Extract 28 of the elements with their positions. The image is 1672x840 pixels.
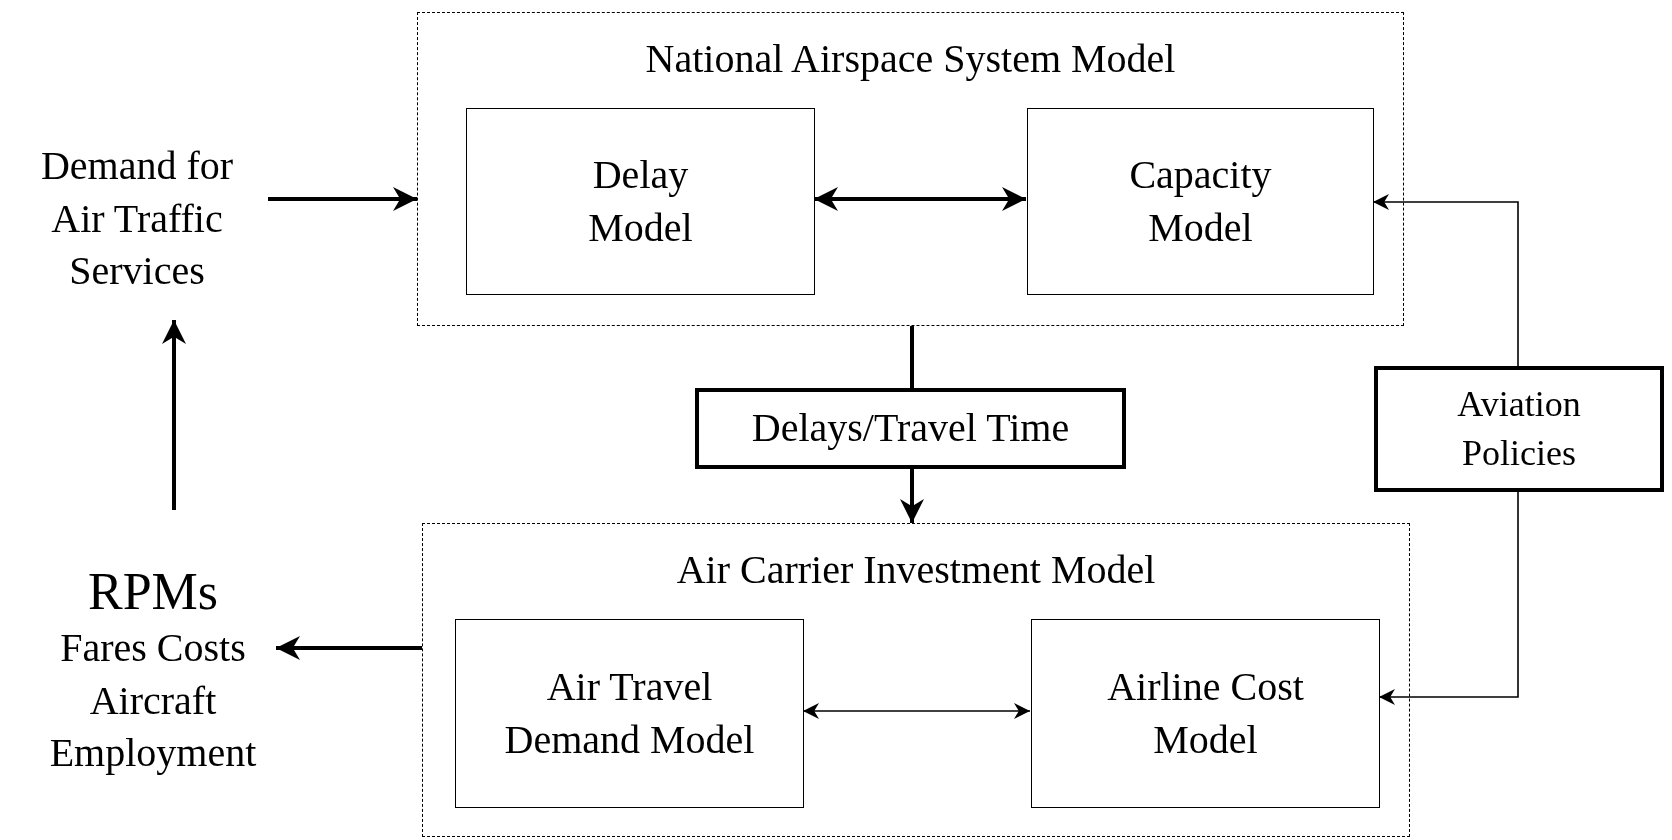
arrow — [802, 703, 1031, 719]
model-box — [1031, 619, 1380, 808]
arrow — [1372, 194, 1519, 367]
arrow — [900, 469, 924, 523]
dashed-group-box — [417, 12, 1404, 326]
arrow — [268, 187, 417, 211]
model-box — [1027, 108, 1374, 295]
dashed-group-box — [422, 523, 1410, 837]
label: Capacity Model — [1129, 150, 1272, 252]
model-box — [455, 619, 804, 808]
arrow — [276, 636, 422, 660]
connector-line — [910, 326, 914, 388]
emphasis-box — [1374, 366, 1664, 492]
arrow — [1378, 491, 1519, 705]
model-box — [466, 108, 815, 295]
label: Aviation Policies — [1457, 383, 1581, 475]
label: Demand for Air Traffic Services — [39, 141, 235, 296]
group-title: National Airspace System Model — [645, 35, 1176, 83]
arrow — [814, 187, 1026, 211]
label: Airline Cost Model — [1106, 662, 1305, 764]
heading: RPMs — [87, 561, 219, 622]
label: Delays/Travel Time — [751, 404, 1070, 453]
emphasis-box — [695, 388, 1126, 469]
group-title: Air Carrier Investment Model — [676, 546, 1156, 594]
label: Fares Costs Aircraft Employment — [49, 623, 257, 778]
label: Delay Model — [588, 150, 693, 252]
arrow — [162, 320, 186, 510]
label: Air Travel Demand Model — [503, 662, 756, 764]
